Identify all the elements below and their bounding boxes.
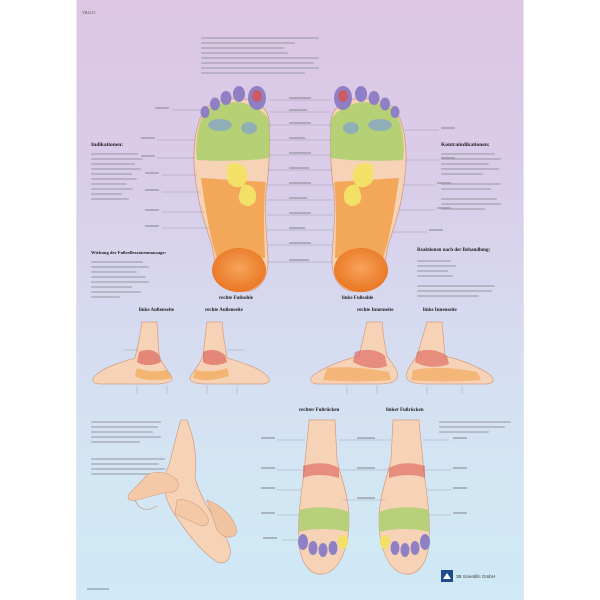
left-dorsal-foot bbox=[378, 419, 430, 575]
reaktionen-heading: Reaktionen nach der Behandlung: bbox=[417, 248, 491, 253]
indikationen-list bbox=[91, 150, 143, 203]
hand-massage-illustration bbox=[127, 419, 238, 564]
intro-text-block bbox=[201, 34, 319, 77]
caption-right-outer: rechte Außenseite bbox=[205, 308, 243, 313]
right-outer-foot bbox=[189, 321, 270, 385]
left-outer-foot bbox=[92, 321, 173, 385]
caption-right-sole: rechte Fußsohle bbox=[219, 296, 253, 301]
dorsal-feet-illustration bbox=[261, 419, 467, 575]
hand-demo-text-bottom bbox=[91, 455, 165, 478]
caption-left-inner: linke Innenseite bbox=[423, 308, 457, 313]
footer-code bbox=[87, 588, 109, 590]
left-sole bbox=[330, 86, 407, 292]
wirkung-heading: Wirkung der Fußreflexzonenmassage: bbox=[91, 250, 167, 255]
dorsal-labels bbox=[261, 437, 467, 539]
reaktionen-list bbox=[417, 257, 495, 300]
left-inner-foot bbox=[406, 321, 494, 385]
right-inner-foot bbox=[310, 321, 398, 385]
side-view-leaders bbox=[123, 349, 463, 394]
indikationen-heading: Indikationen: bbox=[91, 142, 124, 148]
kontraindikationen-list bbox=[441, 150, 501, 213]
caption-right-inner: rechte Innenseite bbox=[357, 308, 394, 313]
soles-illustration bbox=[141, 86, 455, 292]
kontraindikationen-heading: Kontraindikationen: bbox=[441, 142, 490, 148]
center-label-leaders bbox=[157, 99, 439, 263]
publisher-logo-text: 3B Scientific GmbH bbox=[456, 573, 496, 579]
top-right-text-block bbox=[439, 418, 511, 436]
caption-left-sole: linke Fußsohle bbox=[342, 296, 374, 301]
publisher-logo-icon bbox=[441, 570, 453, 582]
caption-right-top: rechter Fußrücken bbox=[299, 408, 340, 413]
side-views-illustration bbox=[92, 321, 494, 394]
right-dorsal-foot bbox=[298, 419, 350, 575]
right-sole bbox=[193, 86, 270, 292]
caption-left-outer: linke Außenseite bbox=[139, 308, 175, 313]
publisher-logo: 3B Scientific GmbH bbox=[441, 570, 495, 582]
wirkung-list bbox=[91, 258, 149, 301]
dorsal-leaders bbox=[277, 439, 451, 541]
reflexology-poster: VR4113 Indikationen: Wirkung der Fußrefl… bbox=[77, 0, 523, 600]
center-labels bbox=[141, 97, 455, 261]
hand-demo-text-top bbox=[91, 418, 161, 446]
poster-code: VR4113 bbox=[82, 10, 96, 15]
caption-left-top: linker Fußrücken bbox=[386, 408, 424, 413]
